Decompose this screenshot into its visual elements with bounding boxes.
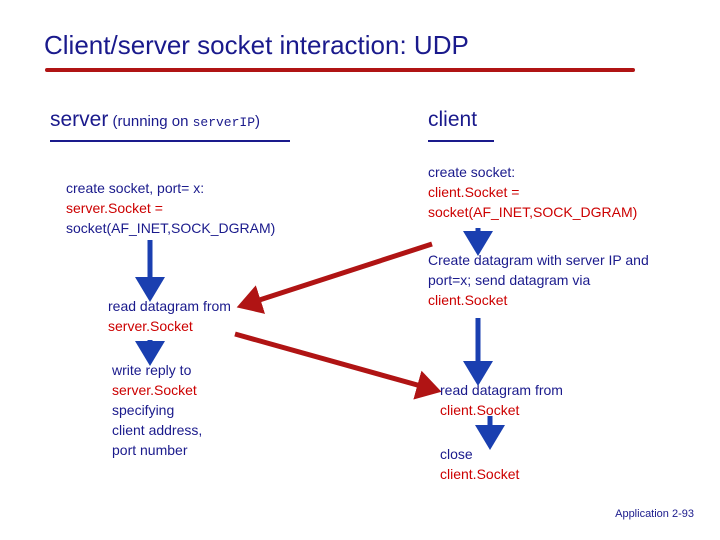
server-step-create-socket: create socket, port= x: server.Socket = … — [66, 178, 366, 238]
step-line: write reply to — [112, 362, 192, 378]
arrow-client-datagram-to-server-read — [236, 241, 433, 314]
step-line: client.Socket — [440, 402, 520, 418]
step-line: read datagram from — [440, 382, 563, 398]
step-line: client.Socket — [428, 292, 508, 308]
client-step-create-socket: create socket: client.Socket = socket(AF… — [428, 162, 718, 222]
client-column-heading: client — [428, 108, 477, 132]
client-step-create-datagram: Create datagram with server IP and port=… — [428, 250, 718, 310]
step-line: read datagram from — [108, 298, 231, 314]
step-line: socket(AF_INET,SOCK_DGRAM) — [66, 220, 276, 236]
slide-footer: Application 2-93 — [615, 508, 694, 520]
server-heading-paren-close: ) — [255, 113, 261, 130]
title-underline — [45, 68, 635, 72]
step-line: create socket: — [428, 164, 516, 180]
server-step-read-datagram: read datagram from server.Socket — [108, 296, 328, 336]
step-line: server.Socket = — [66, 200, 163, 216]
step-line: client.Socket — [440, 466, 520, 482]
step-line: specifying — [112, 402, 175, 418]
server-heading-mono: server — [192, 115, 240, 130]
server-heading-paren-open: (running on — [108, 113, 193, 130]
step-line: Create datagram with server IP and — [428, 252, 649, 268]
server-heading-underline — [50, 140, 290, 142]
step-line: server.Socket — [112, 382, 197, 398]
client-heading-underline — [428, 140, 494, 142]
client-heading-main: client — [428, 108, 478, 131]
client-step-close-socket: close client.Socket — [440, 444, 690, 484]
step-line: client.Socket = — [428, 184, 520, 200]
step-line: client address, — [112, 422, 203, 438]
step-line: port=x; send datagram via — [428, 272, 591, 288]
step-line: port number — [112, 442, 188, 458]
server-heading-main: server — [50, 108, 109, 131]
server-step-write-reply: write reply to server.Socket specifying … — [112, 360, 312, 460]
page-title: Client/server socket interaction: UDP — [44, 30, 469, 60]
step-line: server.Socket — [108, 318, 193, 334]
step-line: close — [440, 446, 473, 462]
step-line: create socket, port= x: — [66, 180, 205, 196]
server-column-heading: server (running on serverIP) — [50, 108, 260, 132]
step-line: socket(AF_INET,SOCK_DGRAM) — [428, 204, 638, 220]
client-step-read-datagram: read datagram from client.Socket — [440, 380, 690, 420]
server-heading-mono2: IP — [239, 115, 256, 130]
